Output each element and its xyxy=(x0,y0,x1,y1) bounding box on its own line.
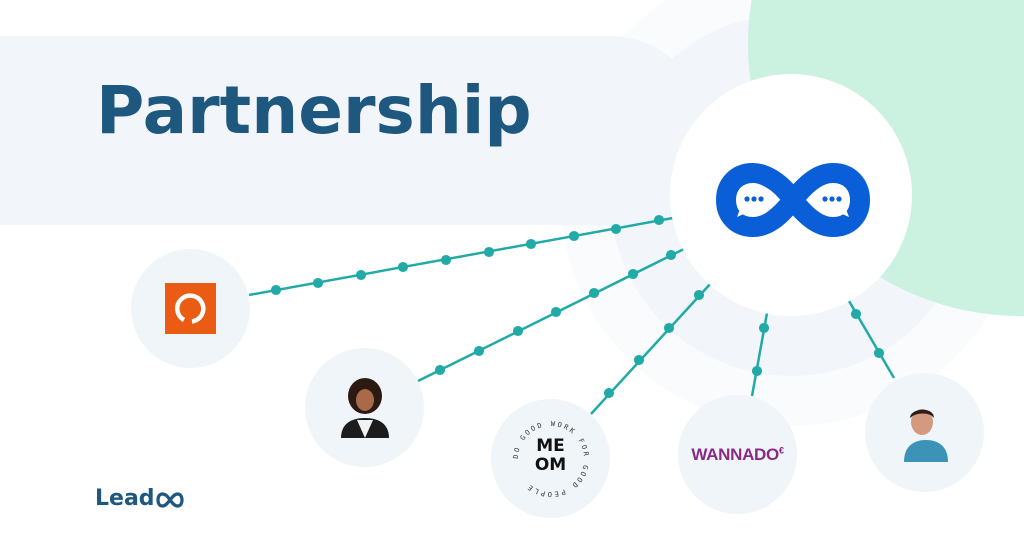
page-title: Partnership xyxy=(96,72,532,149)
meom-logo: DO GOOD WORK FOR GOOD PEOPLE ME OM xyxy=(506,414,596,504)
infinity-chat-icon xyxy=(716,163,870,237)
wannado-suffix: € xyxy=(778,444,784,455)
meom-ring-text: DO GOOD WORK FOR GOOD PEOPLE xyxy=(511,419,587,497)
meom-line-2: OM xyxy=(534,454,567,475)
partner-meom[interactable]: DO GOOD WORK FOR GOOD PEOPLE ME OM xyxy=(491,399,610,518)
title-panel xyxy=(0,36,705,225)
orange-loop-logo xyxy=(165,283,216,334)
woman-portrait-avatar xyxy=(340,377,389,438)
partner-wannado[interactable]: WANNADO€ xyxy=(678,395,797,514)
partner-man-portrait[interactable] xyxy=(865,373,984,492)
meom-line-1: ME xyxy=(536,435,565,456)
wannado-text: WANNADO xyxy=(691,444,779,464)
partner-woman-portrait[interactable] xyxy=(305,348,424,467)
wannado-logo: WANNADO€ xyxy=(691,444,784,465)
infinity-icon xyxy=(155,492,184,508)
partner-orange-loop[interactable] xyxy=(131,249,250,368)
leadoo-logo: Lead xyxy=(95,486,184,511)
circular-arrow-icon xyxy=(175,293,206,324)
man-portrait-avatar xyxy=(903,408,948,462)
leadoo-wordmark: Lead xyxy=(95,486,155,511)
